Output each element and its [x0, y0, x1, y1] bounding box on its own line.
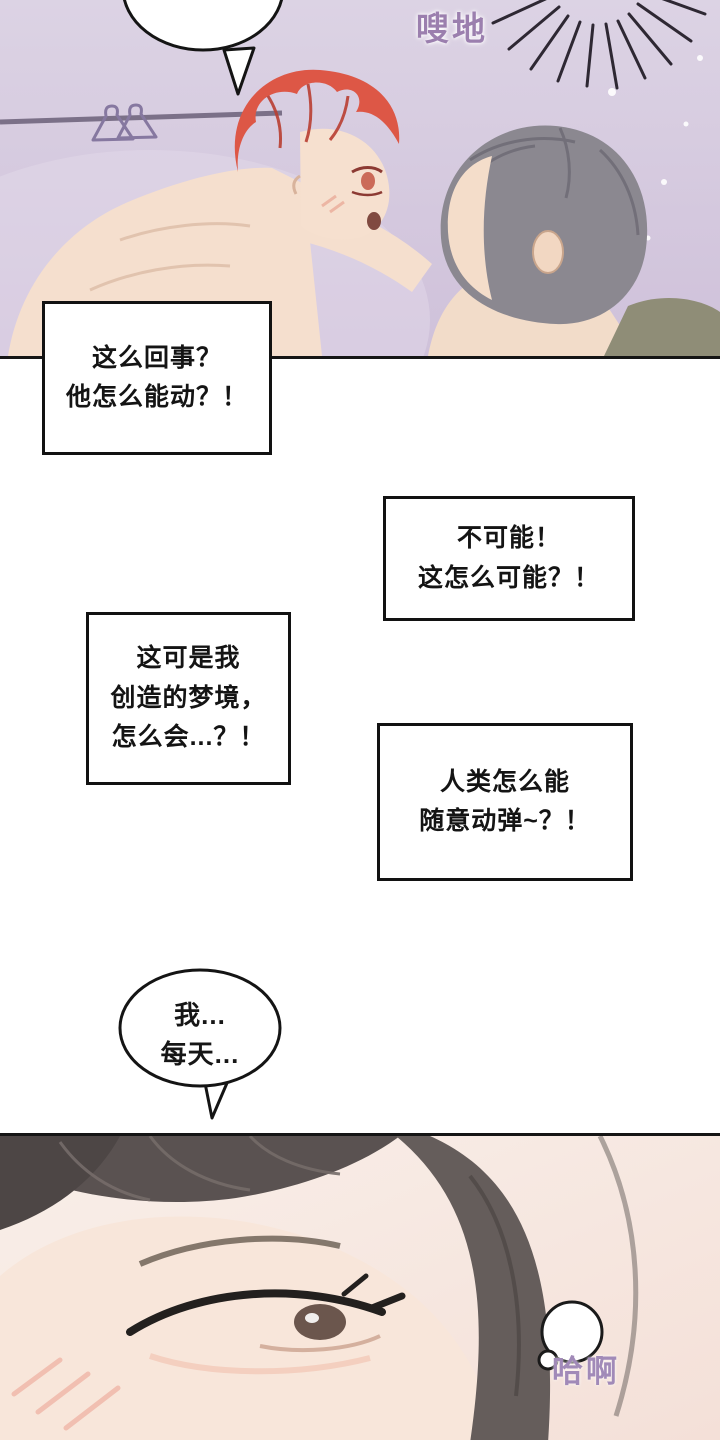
narration-box-3: 这可是我 创造的梦境， 怎么会...？！: [86, 612, 291, 785]
narration-line: 怎么会...？！: [111, 723, 266, 752]
face: [0, 1216, 500, 1440]
narration-line: 这么回事？: [91, 343, 222, 372]
narration-box-1: 这么回事？ 他怎么能动？！: [42, 301, 272, 455]
blush-marks: [11, 1357, 121, 1431]
speech-bubble: [118, 968, 282, 1120]
speed-lines-icon: [491, 0, 707, 90]
eye: [351, 166, 383, 174]
ear: [532, 230, 564, 274]
sfx-swoosh-text: 嗖地: [416, 10, 488, 47]
open-mouth: [367, 212, 381, 230]
speech-line: 每天...: [160, 1039, 240, 1069]
hair-dark: [0, 1136, 639, 1440]
blush-marks: [321, 194, 345, 214]
narration-box-4: 人类怎么能 随意动弹~？！: [377, 723, 633, 881]
narration-line: 这怎么可能？！: [417, 563, 600, 592]
narration-line: 随意动弹~？！: [419, 807, 591, 835]
hanger-icon: [91, 103, 158, 142]
speech-bubble-partial: [122, 0, 284, 96]
panel-bottom-illustration: [0, 1136, 720, 1440]
speech-bubble-text: 我... 每天...: [130, 996, 270, 1074]
sfx-gasp-text: 哈啊: [552, 1354, 620, 1389]
narration-line: 人类怎么能: [439, 767, 570, 796]
narration-line: 创造的梦境，: [110, 683, 267, 712]
speech-bubble-small: [537, 1300, 604, 1371]
clothes-rack: [0, 103, 283, 142]
panel-bottom: [0, 1133, 720, 1440]
eye: [126, 1235, 406, 1353]
narration-line: 不可能！: [456, 524, 561, 552]
narration-line: 他怎么能动？！: [65, 383, 248, 411]
character-grey-hair: [428, 125, 720, 356]
narration-box-2: 不可能！ 这怎么可能？！: [383, 496, 635, 621]
speech-line: 我...: [174, 1000, 226, 1030]
narration-line: 这可是我: [136, 644, 241, 673]
